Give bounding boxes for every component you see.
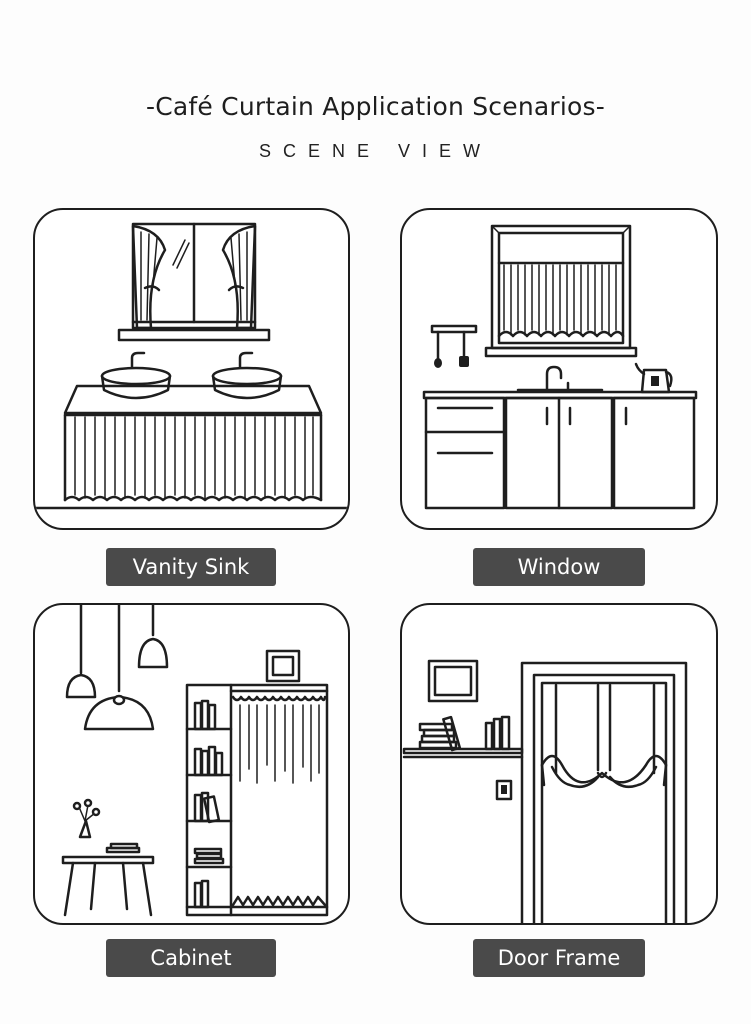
cabinet-illustration <box>61 605 329 917</box>
scene-label-window: Window <box>473 548 645 586</box>
window-illustration <box>422 224 698 510</box>
scene-cabinet-panel <box>33 603 350 925</box>
scene-label-vanity-sink: Vanity Sink <box>106 548 276 586</box>
scene-door-frame-panel <box>400 603 718 925</box>
page-subtitle: SCENE VIEW <box>258 141 493 161</box>
vanity-sink-illustration <box>35 222 348 510</box>
scene-window-panel <box>400 208 718 530</box>
page-title: -Café Curtain Application Scenarios- <box>146 92 605 121</box>
scene-label-cabinet: Cabinet <box>106 939 276 977</box>
scene-label-door-frame: Door Frame <box>473 939 645 977</box>
door-frame-illustration <box>402 659 688 923</box>
scene-vanity-sink-panel <box>33 208 350 530</box>
